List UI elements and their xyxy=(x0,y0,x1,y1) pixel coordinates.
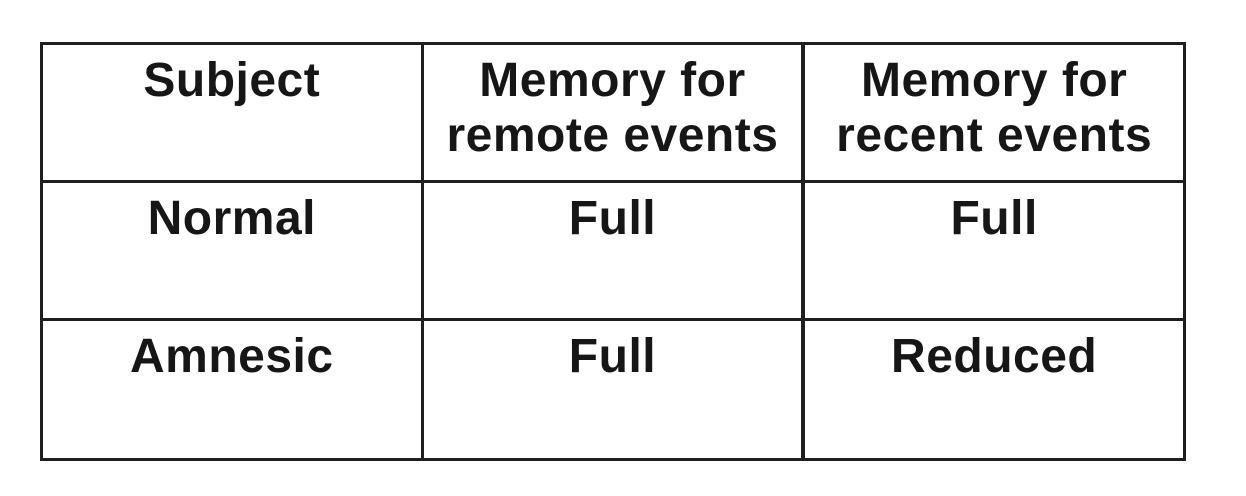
table-row-normal: Normal Full Full xyxy=(40,180,1187,321)
cell-amnesic-remote: Full xyxy=(420,318,805,461)
cell-amnesic-subject: Amnesic xyxy=(40,318,424,461)
header-memory-remote-events: Memory for remote events xyxy=(420,42,805,183)
table-row-amnesic: Amnesic Full Reduced xyxy=(40,318,1187,461)
memory-comparison-table: Subject Memory for remote events Memory … xyxy=(40,42,1187,461)
header-subject: Subject xyxy=(40,42,424,183)
cell-amnesic-recent: Reduced xyxy=(801,318,1187,461)
cell-normal-subject: Normal xyxy=(40,180,424,321)
cell-normal-recent: Full xyxy=(801,180,1187,321)
table-header-row: Subject Memory for remote events Memory … xyxy=(40,42,1187,183)
header-memory-recent-events: Memory for recent events xyxy=(801,42,1187,183)
cell-normal-remote: Full xyxy=(420,180,805,321)
